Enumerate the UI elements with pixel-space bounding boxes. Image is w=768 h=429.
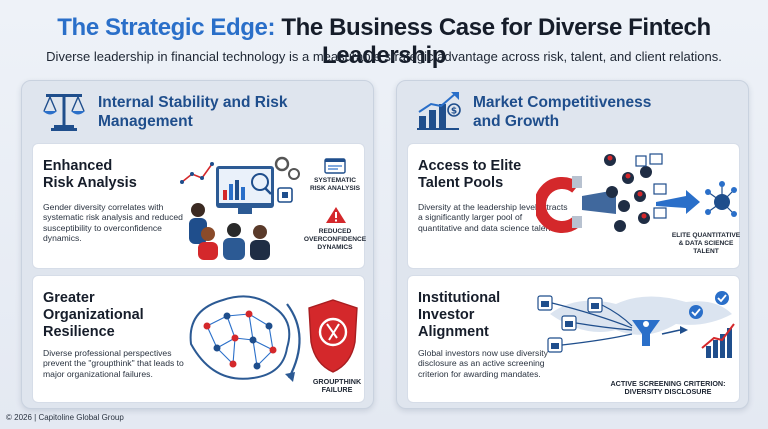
scales-of-justice-icon bbox=[43, 94, 85, 131]
team-analyzing-data-illustration bbox=[180, 156, 300, 260]
warning-icon bbox=[326, 207, 346, 223]
card-body: Diversity at the leadership level attrac… bbox=[418, 202, 568, 233]
card-organizational-resilience: Greater Organizational Resilience Divers… bbox=[32, 275, 365, 403]
panel-title: Internal Stability and Risk Management bbox=[98, 94, 288, 130]
title-rest: The Business Case for Diverse Fintech Le… bbox=[275, 14, 711, 69]
footer-copyright: © 2026 | Capitoline Global Group bbox=[6, 413, 124, 422]
card-title: Greater Organizational Resilience bbox=[43, 290, 144, 340]
svg-text:$: $ bbox=[451, 107, 457, 117]
art-label-active-screening: ACTIVE SCREENING CRITERION: DIVERSITY DI… bbox=[610, 379, 726, 396]
card-institutional-investor-alignment: Institutional Investor Alignment Global … bbox=[407, 275, 740, 403]
panel-title: Market Competitiveness and Growth bbox=[473, 94, 652, 130]
panel-header: $ Market Competitiveness and Growth bbox=[397, 81, 748, 139]
page-title: The Strategic Edge: The Business Case fo… bbox=[0, 14, 768, 70]
card-title: Access to Elite Talent Pools bbox=[418, 158, 522, 191]
card-enhanced-risk-analysis: Enhanced Risk Analysis Gender diversity … bbox=[32, 143, 366, 269]
panel-market-competitiveness: $ Market Competitiveness and Growth Acce… bbox=[396, 80, 749, 409]
card-body: Global investors now use diversity discl… bbox=[418, 348, 548, 379]
card-title: Institutional Investor Alignment bbox=[418, 290, 501, 340]
card-title: Enhanced Risk Analysis bbox=[43, 158, 137, 191]
page-subtitle: Diverse leadership in financial technolo… bbox=[46, 49, 722, 64]
art-label-systematic: SYSTEMATIC RISK ANALYSIS bbox=[309, 177, 361, 192]
card-body: Diverse professional perspectives preven… bbox=[43, 348, 184, 379]
card-body: Gender diversity correlates with systema… bbox=[43, 202, 183, 244]
risk-report-window-icon bbox=[324, 158, 346, 174]
panel-header: Internal Stability and Risk Management bbox=[22, 81, 373, 139]
investor-screening-funnel-illustration bbox=[537, 291, 735, 358]
growth-chart-icon: $ bbox=[417, 92, 461, 130]
art-label-groupthink: GROUPTHINK FAILURE bbox=[312, 377, 362, 394]
art-label-reduced-overconfidence: REDUCED OVERCONFIDENCE DYNAMICS bbox=[303, 228, 367, 251]
art-label-elite-talent: ELITE QUANTITATIVE & DATA SCIENCE TALENT bbox=[671, 232, 741, 255]
panel-internal-stability: Internal Stability and Risk Management E… bbox=[21, 80, 374, 409]
talent-magnet-network-illustration bbox=[536, 153, 737, 233]
card-elite-talent-pools: Access to Elite Talent Pools Diversity a… bbox=[407, 143, 740, 269]
title-accent: The Strategic Edge: bbox=[57, 14, 276, 41]
brain-network-shield-illustration bbox=[189, 295, 358, 382]
